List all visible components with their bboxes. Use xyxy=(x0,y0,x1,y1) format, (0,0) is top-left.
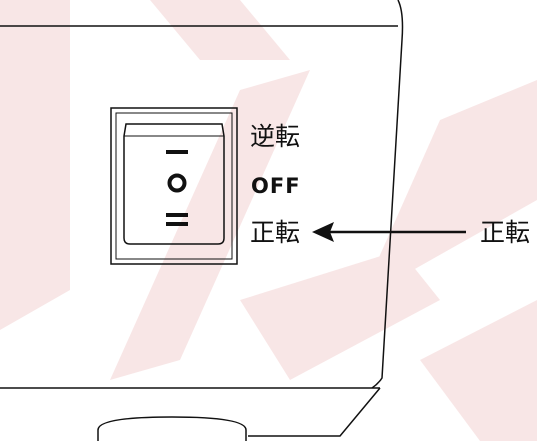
knob-outline xyxy=(97,416,247,441)
callout-label-forward: 正転 xyxy=(480,218,531,247)
label-off: OFF xyxy=(251,174,301,198)
watermark-stroke-lower-right xyxy=(420,300,537,441)
watermark-stroke-right xyxy=(360,80,537,300)
callout-arrowhead xyxy=(312,222,334,242)
watermark-stroke-top xyxy=(150,0,290,60)
label-reverse: 逆転 xyxy=(250,122,301,151)
forward-position-mark-top xyxy=(166,213,188,217)
watermark-stroke-diagonal xyxy=(110,70,310,380)
rocker-switch[interactable] xyxy=(123,123,225,245)
forward-position-mark-bottom xyxy=(166,222,188,226)
reverse-position-mark xyxy=(166,150,188,154)
switch-bezel-outer xyxy=(110,107,238,265)
switch-bezel-inner xyxy=(115,112,233,260)
housing-right-edge xyxy=(371,0,404,389)
watermark-stroke-bottom xyxy=(240,250,440,380)
base-edge xyxy=(248,387,381,437)
watermark-stroke-left xyxy=(0,0,70,330)
label-forward: 正転 xyxy=(250,218,301,247)
off-position-mark xyxy=(167,173,187,193)
